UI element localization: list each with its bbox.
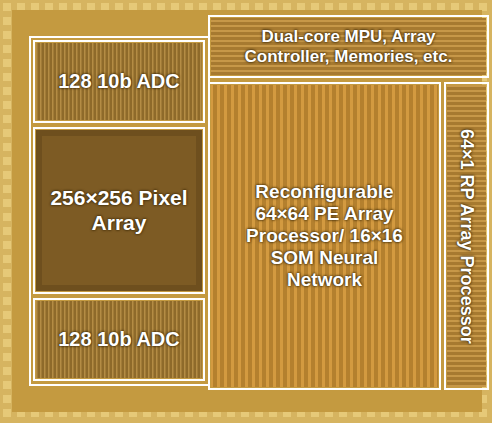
pixel-grid [42,136,196,285]
rp-area [447,85,486,387]
block-label: Dual-core MPU, Array Controller, Memorie… [224,27,474,66]
adc-area [36,43,202,120]
block-label: 256×256 Pixel Array [44,186,194,234]
chip-block: 128 10b ADC [33,298,205,381]
block-label: 128 10b ADC [58,70,180,93]
chip-block: 256×256 Pixel Array [33,127,205,294]
chip-block: Reconfigurable 64×64 PE Array Processor/… [208,82,441,390]
block-label: 64×1 RP Array Processor [456,129,477,344]
block-label: Reconfigurable 64×64 PE Array Processor/… [236,181,414,290]
block-label: 128 10b ADC [58,328,180,351]
chip-block: 128 10b ADC [33,40,205,123]
pixel-area [36,130,202,291]
pe-area [211,85,438,387]
adc-area [36,301,202,378]
vertical-block: 64×1 RP Array Processor [444,82,489,390]
mpu-area [211,18,486,75]
chip-block: Dual-core MPU, Array Controller, Memorie… [208,15,489,78]
sensor-frame [30,37,209,385]
